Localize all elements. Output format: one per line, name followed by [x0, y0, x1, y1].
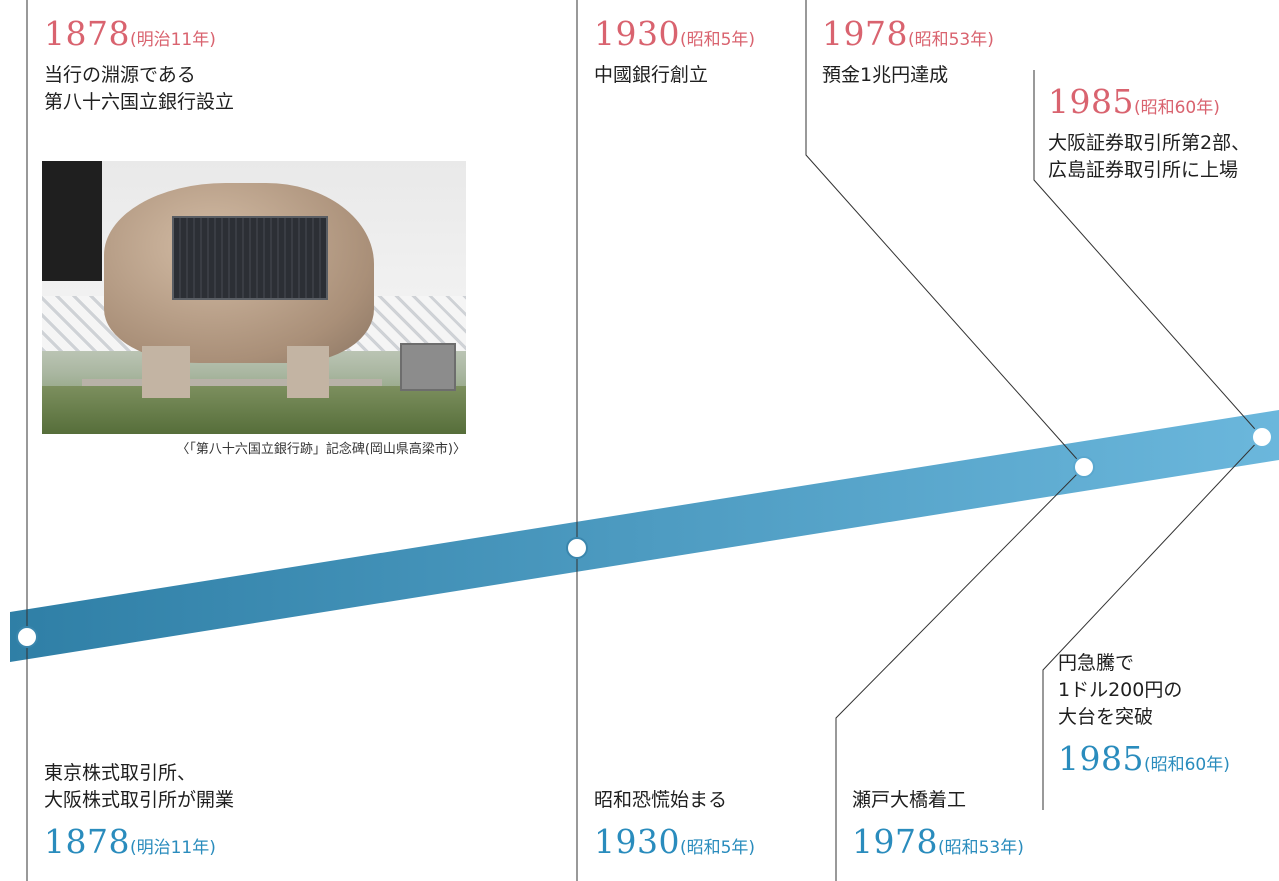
- event-date: 1930(昭和5年): [594, 16, 755, 52]
- event-year: 1878: [44, 822, 130, 861]
- event-year: 1930: [594, 822, 680, 861]
- event-year: 1978: [852, 822, 938, 861]
- photo-roof: [42, 161, 102, 281]
- event-desc-line: 大阪株式取引所が開業: [44, 789, 235, 811]
- monument-base: [142, 346, 190, 398]
- event-era: (明治11年): [129, 838, 216, 858]
- node-1978: [1073, 456, 1095, 478]
- event-desc-line: 東京株式取引所、: [44, 762, 197, 784]
- node-1930: [566, 537, 588, 559]
- event-desc-line: 瀬戸大橋着工: [852, 789, 967, 811]
- event-desc-line: 昭和恐慌始まる: [594, 789, 728, 811]
- monument-photo: [42, 161, 466, 434]
- event-era: (昭和5年): [679, 30, 756, 50]
- event-era: (昭和53年): [907, 30, 994, 50]
- event-desc-line: 大阪証券取引所第2部、: [1048, 132, 1251, 154]
- event-date: 1985(昭和60年): [1048, 84, 1250, 120]
- monument-plaque: [172, 216, 328, 300]
- event-era: (昭和60年): [1133, 98, 1220, 118]
- event-1985-bottom: 円急騰で 1ドル200円の 大台を突破 1985(昭和60年): [1058, 650, 1230, 777]
- event-date: 1878(明治11年): [44, 824, 234, 860]
- event-desc-line: 大台を突破: [1058, 706, 1154, 728]
- event-1878-bottom: 東京株式取引所、 大阪株式取引所が開業 1878(明治11年): [44, 760, 234, 860]
- event-era: (昭和5年): [679, 838, 756, 858]
- event-1878-top: 1878(明治11年) 当行の淵源である 第八十六国立銀行設立: [44, 16, 234, 116]
- event-1978-top: 1978(昭和53年) 預金1兆円達成: [822, 16, 994, 89]
- event-desc-line: 中國銀行創立: [594, 64, 709, 86]
- event-year: 1930: [594, 14, 680, 53]
- photo-grass: [42, 386, 466, 434]
- monument-sign: [400, 343, 456, 391]
- event-1930-bottom: 昭和恐慌始まる 1930(昭和5年): [594, 787, 755, 860]
- event-1978-bottom: 瀬戸大橋着工 1978(昭和53年): [852, 787, 1024, 860]
- connector-1985-bottom: [1042, 436, 1263, 810]
- event-era: (昭和60年): [1143, 755, 1230, 775]
- event-desc-line: 円急騰で: [1058, 652, 1135, 674]
- event-date: 1930(昭和5年): [594, 824, 755, 860]
- event-desc-line: 第八十六国立銀行設立: [44, 91, 235, 113]
- event-desc-line: 1ドル200円の: [1058, 679, 1183, 701]
- event-era: (昭和53年): [937, 838, 1024, 858]
- event-date: 1878(明治11年): [44, 16, 234, 52]
- node-1878: [16, 626, 38, 648]
- event-desc-line: 預金1兆円達成: [822, 64, 949, 86]
- connector-1985-top: [1033, 70, 1263, 438]
- connector-1978-bottom: [835, 466, 1085, 881]
- event-1930-top: 1930(昭和5年) 中國銀行創立: [594, 16, 755, 89]
- node-1985: [1251, 426, 1273, 448]
- photo-caption: 〈「第八十六国立銀行跡」記念碑(岡山県高梁市)〉: [176, 442, 466, 457]
- event-year: 1878: [44, 14, 130, 53]
- event-year: 1978: [822, 14, 908, 53]
- monument-base: [287, 346, 329, 398]
- connector-1978-top: [805, 0, 1085, 468]
- timeline-band: [10, 410, 1279, 662]
- event-desc-line: 当行の淵源である: [44, 64, 196, 86]
- event-1985-top: 1985(昭和60年) 大阪証券取引所第2部、 広島証券取引所に上場: [1048, 84, 1250, 184]
- event-desc-line: 広島証券取引所に上場: [1048, 159, 1239, 181]
- event-era: (明治11年): [129, 30, 216, 50]
- event-year: 1985: [1058, 739, 1144, 778]
- event-date: 1985(昭和60年): [1058, 741, 1230, 777]
- event-year: 1985: [1048, 82, 1134, 121]
- event-date: 1978(昭和53年): [852, 824, 1024, 860]
- event-date: 1978(昭和53年): [822, 16, 994, 52]
